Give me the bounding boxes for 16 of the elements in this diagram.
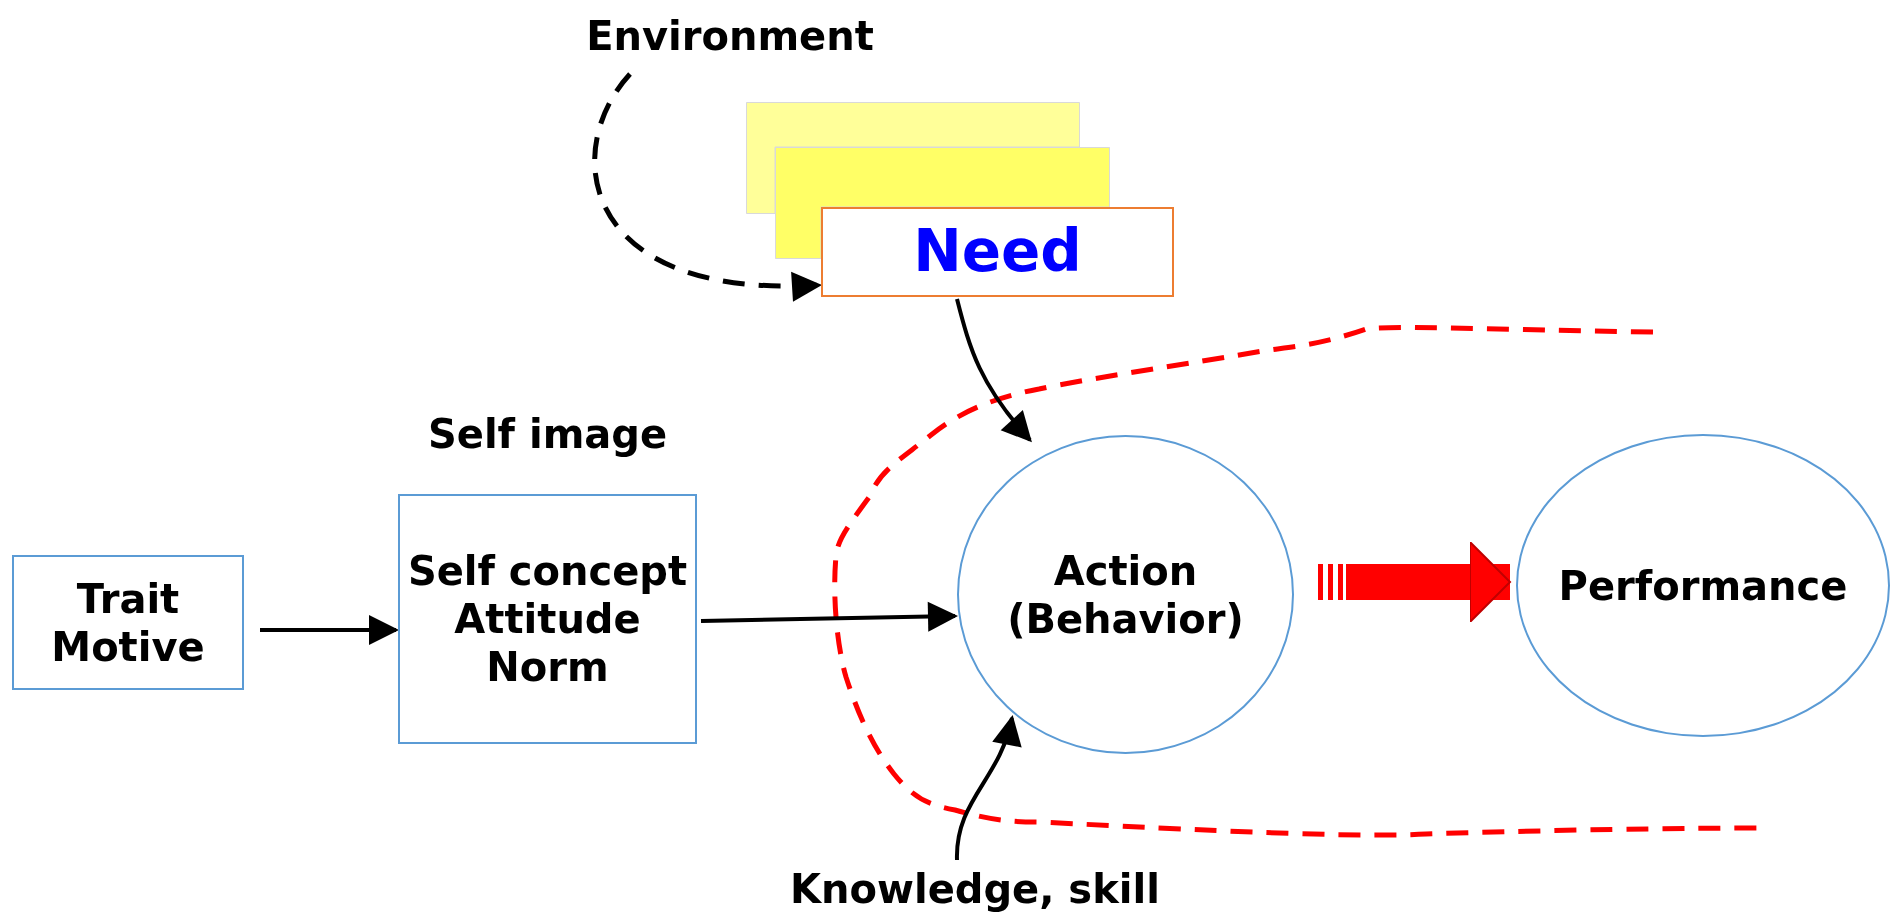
arrow — [592, 72, 822, 301]
node-label: Trait Motive — [50, 574, 206, 671]
arrow — [700, 601, 958, 632]
node-label: Self concept Attitude Norm — [406, 547, 689, 691]
node-label: Performance — [1557, 561, 1849, 610]
arrow — [955, 715, 1021, 861]
arrow — [260, 615, 399, 646]
node-label: Knowledge, skill — [789, 865, 1161, 913]
heading-text: Self image — [426, 410, 669, 458]
block-arrow — [1346, 541, 1511, 623]
need-box — [821, 207, 1174, 297]
arrow — [955, 298, 1032, 443]
process-box — [12, 555, 244, 690]
node-label: Environment — [585, 12, 875, 60]
node-label: Action (Behavior) — [1006, 546, 1245, 643]
node-label: Need — [912, 217, 1083, 287]
